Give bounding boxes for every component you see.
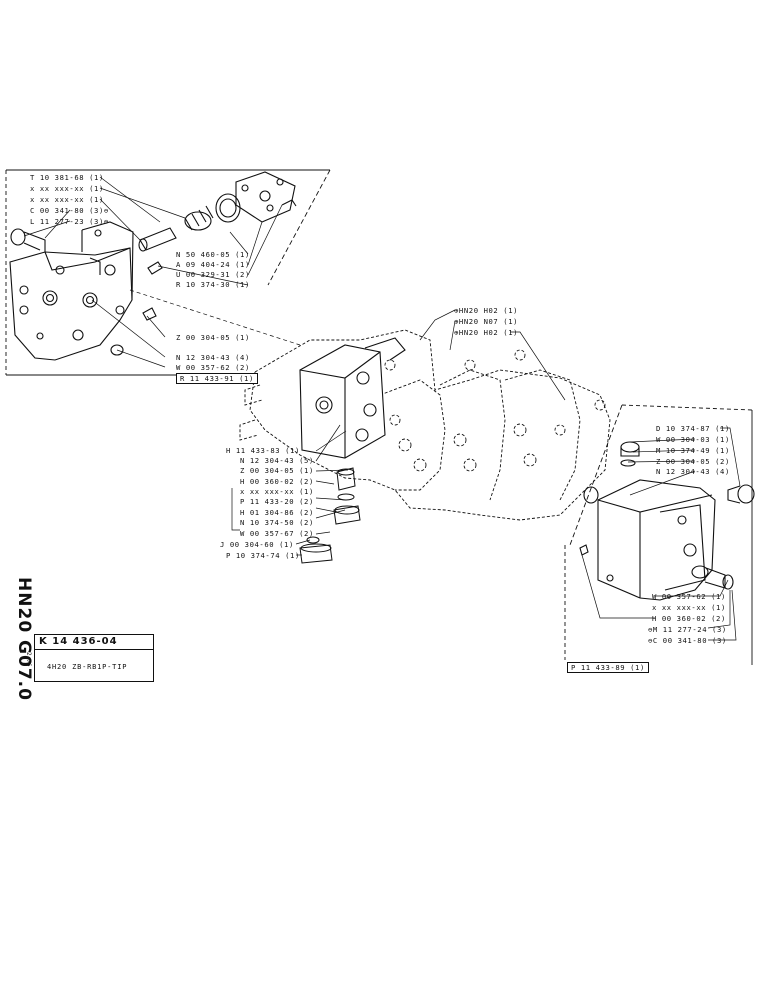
callout-label: W 00 357-62 (2) <box>176 363 250 372</box>
callout-label: H 00 360-02 (2) <box>652 614 726 623</box>
callout-label: x xx xxx-xx (1) <box>30 184 104 193</box>
callout-label: W 00 357-62 (1) <box>652 592 726 601</box>
callout-label: J 00 304-60 (1) <box>220 540 294 549</box>
reference-box: K 14 436-04 2-76 4H20 ZB-RB1P-TIP <box>25 634 154 682</box>
section-label: ⊕HN20 N07 (1) <box>454 317 519 326</box>
callout-label: H 01 304-86 (2) <box>240 508 314 517</box>
callout-label: Z 00 304-05 (2) <box>656 457 730 466</box>
callout-label: P 10 374-74 (1) <box>226 551 300 560</box>
leader-lines <box>23 176 741 641</box>
callout-label: x xx xxx-xx (1) <box>240 487 314 496</box>
reference-code: K 14 436-04 <box>39 636 118 647</box>
callout-label: W 00 304-03 (1) <box>656 435 730 444</box>
callout-label: ⊖M 11 277-24 (3) <box>648 625 727 634</box>
callout-label: P 11 433-20 (2) <box>240 497 314 506</box>
callout-label: L 11 277-23 (3)⊖ <box>30 217 109 226</box>
reference-description: 4H20 ZB-RB1P-TIP <box>47 663 128 671</box>
callout-label: M 10 374-49 (1) <box>656 446 730 455</box>
callout-label: N 12 304-43 (4) <box>176 353 250 362</box>
group-label: R 11 433-91 (1) <box>176 373 258 384</box>
callout-label: x xx xxx-xx (1) <box>652 603 726 612</box>
group-label: P 11 433-89 (1) <box>567 662 649 673</box>
callout-label: H 00 360-02 (2) <box>240 477 314 486</box>
callout-label: N 10 374-50 (2) <box>240 518 314 527</box>
right-frame <box>564 404 753 665</box>
left-valve-body <box>9 221 134 361</box>
callout-label: N 12 304-43 (4) <box>656 467 730 476</box>
callout-label: ⊖C 00 341-80 (3) <box>648 636 727 645</box>
callout-label: x xx xxx-xx (1) <box>30 195 104 204</box>
callout-label: A 09 404-24 (1) <box>176 260 250 269</box>
section-label: ⊕HN20 H02 (1) <box>454 328 519 337</box>
callout-label: C 00 341-80 (3)⊖ <box>30 206 109 215</box>
callout-label: H 11 433-83 (1) <box>226 446 300 455</box>
center-solid-block <box>299 337 406 459</box>
top-left-frame <box>5 169 331 376</box>
reference-code-row: K 14 436-04 <box>35 635 153 650</box>
callout-label: Z 00 304-05 (1) <box>240 466 314 475</box>
callout-label: D 10 374-87 (1) <box>656 424 730 433</box>
callout-label: N 12 304-43 (5) <box>240 456 314 465</box>
callout-label: U 00 329-31 (2) <box>176 270 250 279</box>
section-label: ⊕HN20 H02 (1) <box>454 306 519 315</box>
document-id: HN20 G07.0 <box>6 577 34 701</box>
callout-label: R 10 374-30 (1) <box>176 280 250 289</box>
document-id-text: HN20 G07.0 <box>13 577 34 701</box>
callout-label: W 00 357-67 (2) <box>240 529 314 538</box>
spring-and-cover <box>110 171 297 356</box>
center-small-parts <box>299 467 361 564</box>
right-valve-body <box>579 441 755 601</box>
callout-label: T 10 381-68 (1) <box>30 173 104 182</box>
callout-label: N 50 460-05 (1) <box>176 250 250 259</box>
callout-label: Z 00 304-05 (1) <box>176 333 250 342</box>
reference-side-number: 2-76 <box>25 652 32 667</box>
valve-bank <box>239 329 611 521</box>
